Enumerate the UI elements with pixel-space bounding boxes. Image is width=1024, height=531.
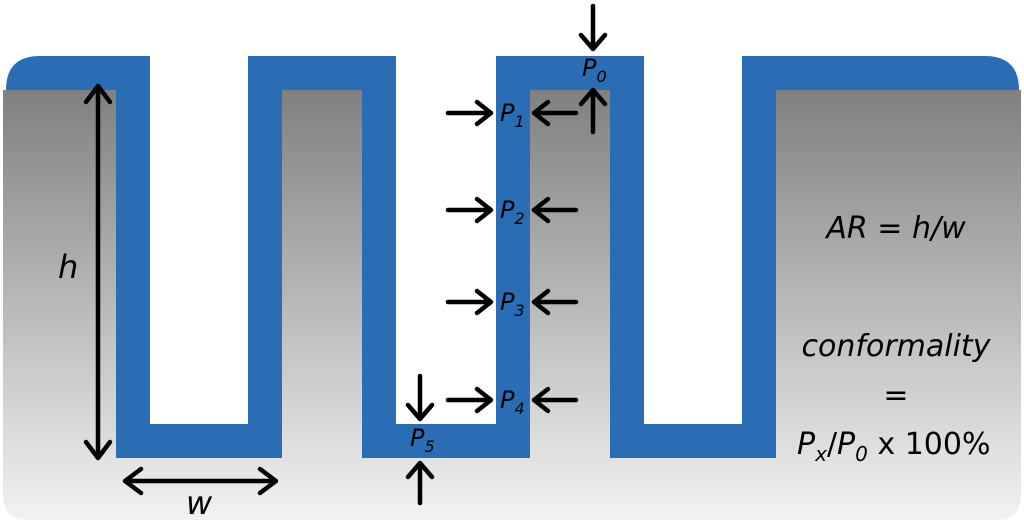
w-arrow-right-head	[257, 466, 279, 496]
p3-label: P3	[500, 288, 525, 320]
h-arrow-top-head	[83, 83, 113, 105]
aspect-ratio-formula: AR = h/w	[824, 211, 966, 246]
p2-arrow-left-head	[474, 196, 494, 224]
p0-arrow-top-head	[578, 32, 608, 52]
p5-arrow-top-head	[405, 402, 435, 422]
p1-arrow-left-head	[474, 99, 494, 127]
p2-arrow-right-head	[531, 196, 551, 224]
p4-arrow-right-head	[531, 386, 551, 414]
p1-arrow-right-head	[531, 99, 551, 127]
w-arrow-left-head	[122, 466, 144, 496]
h-label: h	[58, 248, 78, 286]
trench-1	[150, 56, 248, 424]
conformality-title: conformality	[802, 329, 992, 364]
trench-2	[396, 56, 496, 424]
p0-label: P0	[582, 54, 607, 86]
p4-label: P4	[500, 386, 525, 418]
p5-arrow-bottom-head	[405, 460, 435, 480]
p5-label: P5	[410, 424, 435, 456]
p1-label: P1	[500, 99, 525, 131]
p0-arrow-bottom-head	[578, 87, 608, 107]
p2-label: P2	[500, 196, 525, 228]
measurement-arrows	[83, 3, 608, 506]
p4-arrow-left-head	[474, 386, 494, 414]
h-arrow-bottom-head	[83, 439, 113, 461]
conformality-formula: Px/P0 x 100%	[797, 427, 990, 466]
p3-arrow-left-head	[474, 288, 494, 316]
p3-arrow-right-head	[531, 288, 551, 316]
trench-3	[644, 56, 742, 424]
w-label: w	[186, 484, 213, 522]
conformal-film	[6, 56, 1019, 458]
equals-sign: =	[883, 378, 908, 413]
